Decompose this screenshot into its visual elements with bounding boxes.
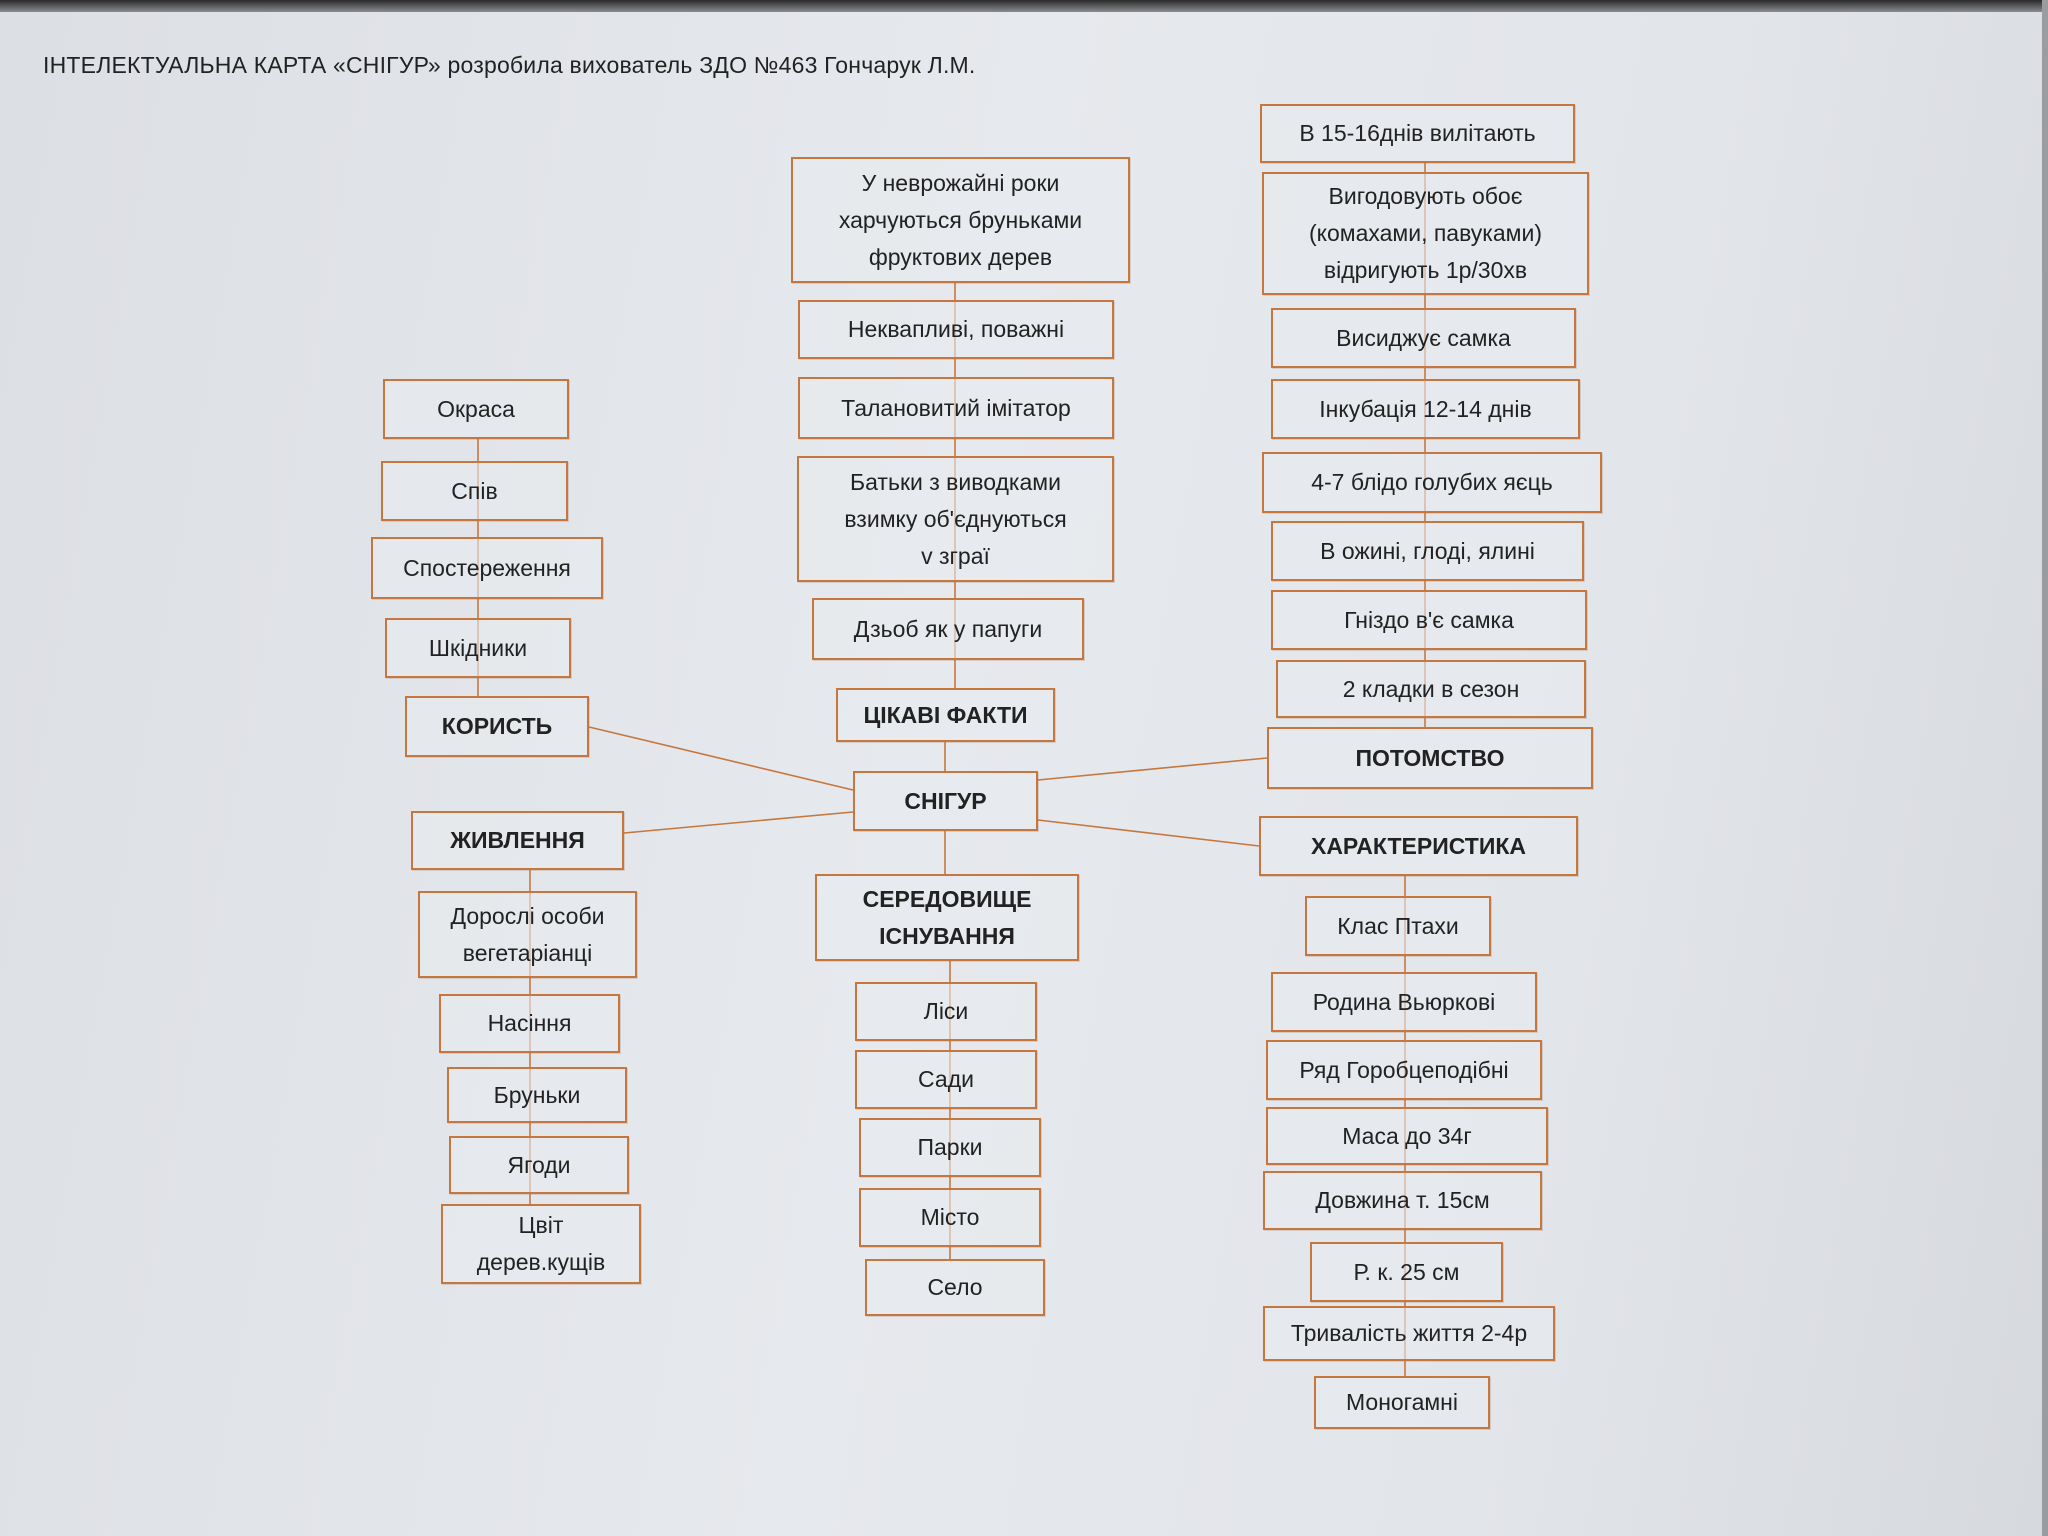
habitat-item: Сади: [855, 1050, 1037, 1109]
facts-item: У неврожайні роки харчуються бруньками ф…: [791, 157, 1130, 283]
connector-korysť: [588, 726, 854, 791]
offspring-item: 2 кладки в сезон: [1276, 660, 1586, 718]
branch-header-facts: ЦІКАВІ ФАКТИ: [836, 688, 1055, 742]
offspring-item: Інкубація 12-14 днів: [1271, 379, 1580, 439]
habitat-item: Село: [865, 1259, 1045, 1316]
branch-header-zhyvlennia: ЖИВЛЕННЯ: [411, 811, 624, 870]
facts-item: Талановитий імітатор: [798, 377, 1114, 439]
korysť-item: Шкідники: [385, 618, 571, 678]
korysť-item: Спостереження: [371, 537, 603, 599]
korysť-item: Спів: [381, 461, 568, 521]
offspring-item: 4-7 блідо голубих яєць: [1262, 452, 1602, 513]
offspring-item: В 15-16днів вилітають: [1260, 104, 1575, 163]
characteristics-item: Моногамні: [1314, 1376, 1490, 1429]
branch-header-habitat: СЕРЕДОВИЩЕ ІСНУВАННЯ: [815, 874, 1079, 961]
characteristics-item: Ряд Горобцеподібні: [1266, 1040, 1542, 1100]
offspring-item: Гніздо в'є самка: [1271, 590, 1587, 650]
facts-item: Батьки з виводками взимку об'єднуються v…: [797, 456, 1114, 582]
zhyvlennia-item: Дорослі особи вегетаріанці: [418, 891, 637, 978]
characteristics-item: Тривалість життя 2-4р: [1263, 1306, 1555, 1361]
branch-header-korysť: КОРИСТЬ: [405, 696, 589, 757]
offspring-item: Вигодовують обоє (комахами, павуками) ві…: [1262, 172, 1589, 295]
photo-right-edge: [2042, 0, 2048, 1536]
branch-header-characteristics: ХАРАКТЕРИСТИКА: [1259, 816, 1578, 876]
offspring-item: Висиджує самка: [1271, 308, 1576, 368]
page-title: ІНТЕЛЕКТУАЛЬНА КАРТА «СНІГУР» розробила …: [43, 52, 976, 78]
zhyvlennia-item: Цвіт дерев.кущів: [441, 1204, 641, 1284]
zhyvlennia-item: Насіння: [439, 994, 620, 1053]
habitat-item: Ліси: [855, 982, 1037, 1041]
branch-header-offspring: ПОТОМСТВО: [1267, 727, 1593, 789]
facts-item: Дзьоб як у папуги: [812, 598, 1084, 660]
offspring-item: В ожині, глоді, ялині: [1271, 521, 1584, 581]
connector-characteristics: [1037, 819, 1260, 847]
center-node-snihur: СНІГУР: [853, 771, 1038, 831]
habitat-item: Місто: [859, 1188, 1041, 1247]
photo-top-edge: [0, 0, 2048, 12]
zhyvlennia-item: Ягоди: [449, 1136, 629, 1194]
characteristics-item: Родина Вьюркові: [1271, 972, 1537, 1032]
habitat-item: Парки: [859, 1118, 1041, 1177]
facts-item: Неквапливі, поважні: [798, 300, 1114, 359]
connector-offspring: [1037, 757, 1268, 781]
characteristics-item: Маса до 34г: [1266, 1107, 1548, 1165]
connector-zhyvlennia: [623, 811, 854, 834]
characteristics-item: Р. к. 25 см: [1310, 1242, 1503, 1302]
characteristics-item: Довжина т. 15см: [1263, 1171, 1542, 1230]
zhyvlennia-item: Бруньки: [447, 1067, 627, 1123]
characteristics-item: Клас Птахи: [1305, 896, 1491, 956]
korysť-item: Окраса: [383, 379, 569, 439]
